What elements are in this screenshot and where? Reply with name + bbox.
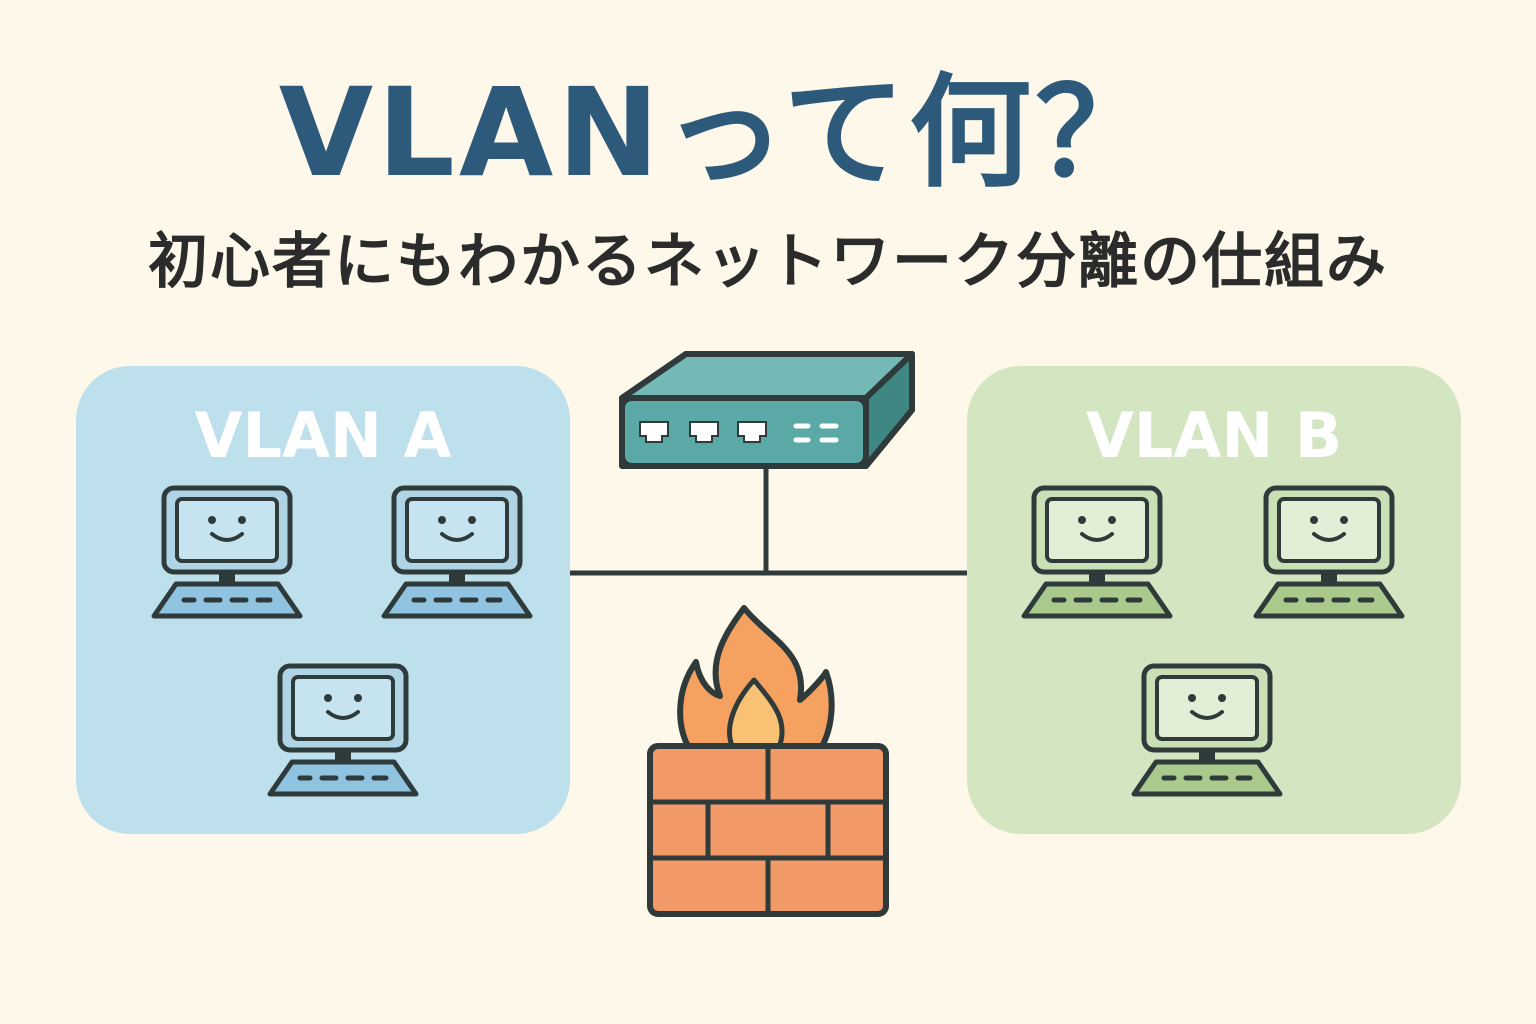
computer-icon — [270, 666, 416, 794]
computer-icon — [154, 488, 300, 616]
computer-icon — [1024, 488, 1170, 616]
flame-icon — [677, 605, 835, 753]
brick-wall-icon — [647, 743, 889, 917]
firewall-icon — [647, 605, 889, 917]
vlan-a-label: VLAN A — [194, 399, 452, 472]
vlan-b-label: VLAN B — [1085, 399, 1343, 472]
page-subtitle: 初心者にもわかるネットワーク分離の仕組み — [148, 227, 1388, 297]
switch-indicator-icon — [793, 423, 839, 443]
computer-icon — [1256, 488, 1402, 616]
computer-icon — [1134, 666, 1280, 794]
network-switch-icon — [619, 351, 915, 469]
network-links — [570, 466, 967, 576]
page-title: VLANって何？ — [278, 62, 1162, 204]
switch-port-icon — [639, 421, 767, 443]
computer-icon — [384, 488, 530, 616]
